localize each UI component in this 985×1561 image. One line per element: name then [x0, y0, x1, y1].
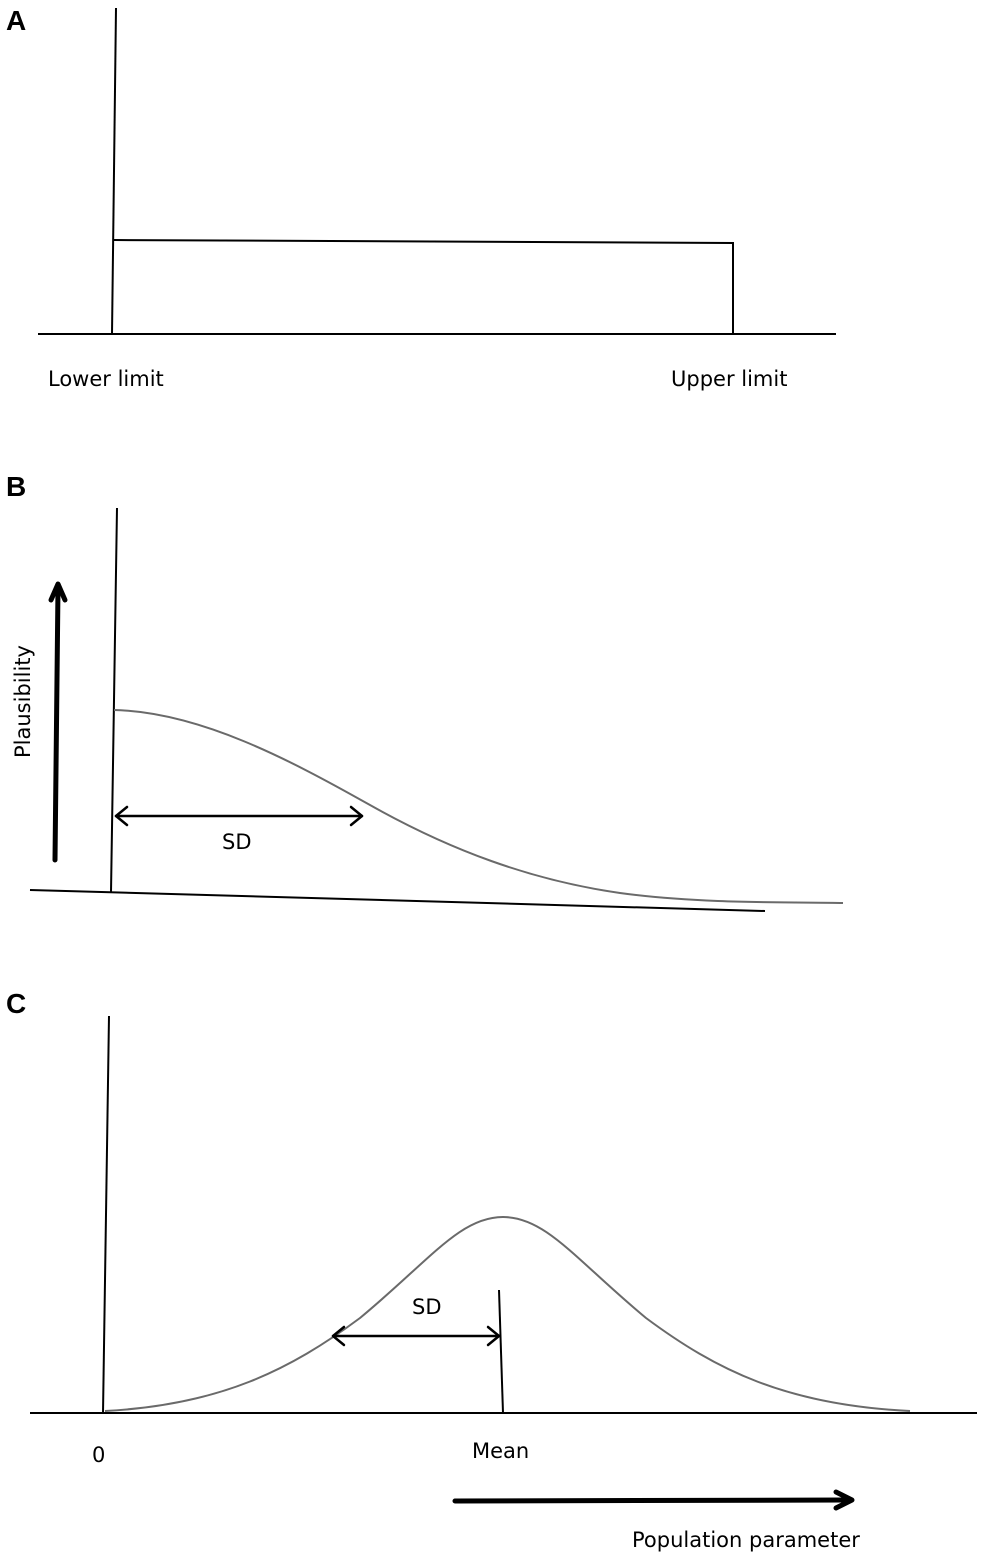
panel-a-y-axis — [111, 7, 117, 335]
mean-marker-line — [498, 1289, 504, 1414]
plausibility-label: Plausibility — [11, 645, 35, 758]
population-parameter-arrow — [452, 1497, 851, 1504]
panel-a-uniform-distribution — [113, 239, 734, 334]
panel-b-x-axis — [29, 889, 766, 912]
mean-label: Mean — [472, 1439, 529, 1463]
panel-b: B Plausibility SD — [6, 471, 844, 912]
panel-c-y-axis — [102, 1015, 110, 1414]
panel-b-y-axis — [110, 507, 118, 893]
panel-c-sd-arrow-left-head-icon — [331, 1325, 346, 1347]
panel-a-lower-limit-label: Lower limit — [48, 367, 164, 391]
panel-c-sd-label: SD — [412, 1295, 442, 1319]
normal-curve — [104, 1215, 911, 1412]
half-normal-curve — [113, 709, 844, 904]
panel-b-sd-arrow-right-head-icon — [349, 805, 364, 827]
plausibility-arrow — [52, 585, 61, 863]
plausibility-arrow-head-icon — [48, 581, 68, 603]
panel-a: A Lower limit Upper limit — [6, 5, 836, 391]
panel-c: C SD 0 Mean Population parameter — [6, 988, 977, 1552]
zero-label: 0 — [92, 1443, 105, 1467]
panel-b-sd-arrow-left-head-icon — [114, 805, 129, 827]
panel-a-upper-limit-label: Upper limit — [671, 367, 787, 391]
population-parameter-label: Population parameter — [632, 1528, 860, 1552]
panel-b-sd-label: SD — [222, 830, 252, 854]
panel-c-sd-arrow-right-head-icon — [486, 1325, 501, 1347]
population-parameter-arrow-head-icon — [833, 1489, 855, 1511]
panel-c-letter: C — [6, 988, 26, 1019]
panel-a-letter: A — [6, 5, 26, 36]
panel-b-letter: B — [6, 471, 26, 502]
